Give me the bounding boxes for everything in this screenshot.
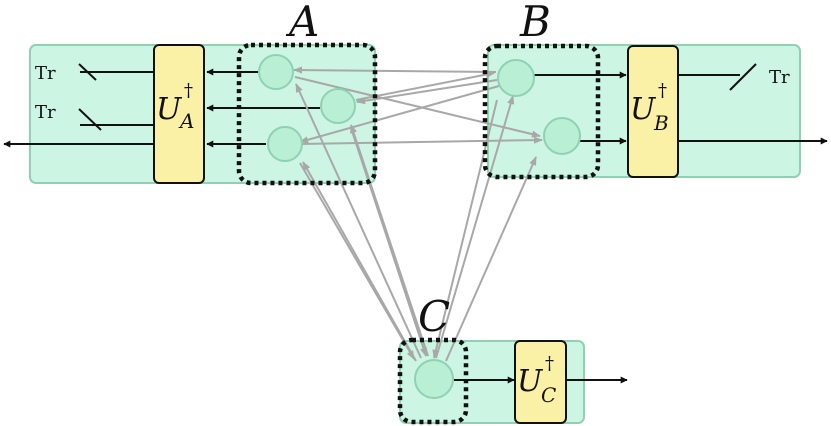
unitary-a-symbol: U: [156, 92, 183, 127]
trace-label-a2: Tr: [35, 102, 56, 123]
connector-a1-b2: [294, 76, 541, 138]
unitary-box-b: [627, 45, 679, 178]
node-a1: [258, 54, 294, 90]
unitary-c-symbol: U: [517, 364, 544, 399]
subsystem-label-c: C: [418, 292, 450, 341]
connector-a-c1: [299, 162, 415, 360]
trace-label-b1: Tr: [769, 67, 790, 88]
subsystem-box-a: [236, 42, 378, 186]
connector-c-b2: [445, 156, 537, 362]
trace-slash-a2: [78, 108, 102, 131]
unitary-c-dagger: †: [545, 353, 554, 374]
connector-a3-b2: [299, 136, 543, 145]
connector-c-a1: [295, 83, 422, 359]
subsystem-box-b: [482, 43, 601, 180]
connector-a-c2: [350, 127, 427, 357]
subsystem-box-c: [397, 337, 469, 425]
connector-a2-b1: [355, 71, 495, 101]
node-a2: [320, 88, 356, 124]
unitary-a-dagger: †: [184, 80, 193, 101]
unitary-c-subscript: C: [541, 383, 556, 407]
subsystem-label-a: A: [285, 0, 319, 46]
trace-label-a1: Tr: [35, 63, 56, 84]
unitary-box-c: [514, 340, 567, 424]
node-a3: [267, 126, 303, 162]
trace-slash-a1: [78, 63, 97, 81]
entanglement-connectors: [293, 66, 543, 362]
connector-b1-a1: [293, 66, 497, 74]
trace-slash-b1: [729, 63, 757, 91]
node-c: [414, 359, 454, 399]
unitary-b-subscript: B: [653, 111, 669, 135]
unitary-box-a: [153, 44, 205, 184]
connector-c-b1: [435, 95, 515, 359]
connector-c-a2: [350, 124, 429, 357]
node-b1: [497, 59, 535, 97]
unitary-b-symbol: U: [630, 92, 657, 127]
node-b2: [543, 117, 581, 155]
unitary-a-subscript: A: [178, 109, 194, 133]
connector-c-a3: [302, 161, 417, 362]
subsystem-label-b: B: [519, 0, 551, 46]
connector-b1-a3: [299, 85, 500, 144]
connector-b1-a2: [356, 79, 498, 105]
unitary-b-dagger: †: [658, 80, 667, 101]
